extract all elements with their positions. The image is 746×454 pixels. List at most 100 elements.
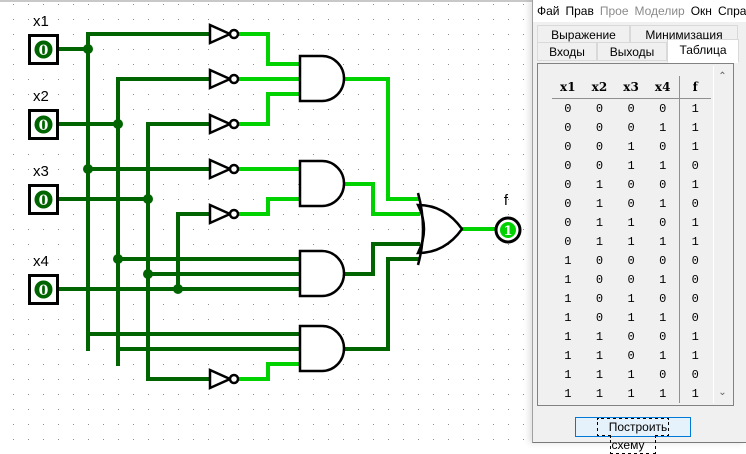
grid-dot	[268, 409, 269, 410]
input-cell: 0	[595, 120, 604, 135]
output-cell[interactable]: 1	[678, 98, 711, 118]
menu-simulate[interactable]: Моделир	[634, 4, 685, 18]
grid-dot	[388, 4, 389, 5]
grid-dot	[403, 319, 404, 320]
header-x2[interactable]: x2	[583, 76, 616, 99]
grid-dot	[343, 214, 344, 215]
grid-dot	[433, 139, 434, 140]
grid-dot	[358, 19, 359, 20]
grid-dot	[448, 94, 449, 95]
menu-edit[interactable]: Прав	[565, 4, 594, 18]
grid-dot	[193, 4, 194, 5]
grid-dot	[478, 79, 479, 80]
grid-dot	[433, 304, 434, 305]
grid-dot	[103, 319, 104, 320]
menu-file[interactable]: Фай	[537, 4, 560, 18]
grid-dot	[433, 109, 434, 110]
grid-dot	[373, 409, 374, 410]
grid-dot	[103, 19, 104, 20]
output-cell[interactable]: 1	[678, 327, 711, 346]
menu-project[interactable]: Прое	[599, 4, 629, 18]
grid-dot	[478, 439, 479, 440]
grid-dot	[163, 439, 164, 440]
grid-dot	[253, 154, 254, 155]
output-cell[interactable]: 0	[678, 251, 711, 270]
scroll-down-icon[interactable]: ⌄	[718, 387, 727, 398]
grid-dot	[508, 49, 509, 50]
output-cell[interactable]: 0	[678, 270, 711, 289]
output-cell[interactable]: 0	[678, 194, 711, 213]
grid-dot	[133, 244, 134, 245]
grid-dot	[28, 424, 29, 425]
tab-expression[interactable]: Выражение	[537, 25, 630, 44]
grid-dot	[373, 34, 374, 35]
input-cell: 0	[595, 101, 604, 116]
input-cell: 0	[564, 101, 572, 116]
output-cell[interactable]: 0	[678, 308, 711, 327]
grid-dot	[163, 364, 164, 365]
tab-inputs[interactable]: Входы	[537, 42, 597, 61]
grid-dot	[133, 319, 134, 320]
grid-dot	[283, 19, 284, 20]
grid-dot	[253, 199, 254, 200]
grid-dot	[133, 424, 134, 425]
grid-dot	[103, 364, 104, 365]
grid-dot	[463, 79, 464, 80]
output-cell[interactable]: 1	[678, 137, 711, 156]
input-cell: 1	[595, 329, 604, 344]
input-pin-x4[interactable]: x4 0	[28, 253, 59, 305]
menu-help[interactable]: Справ	[717, 4, 746, 18]
header-x4[interactable]: x4	[646, 76, 679, 99]
menu-window[interactable]: Окн	[690, 4, 712, 18]
output-cell[interactable]: 0	[678, 289, 711, 308]
grid-dot	[508, 334, 509, 335]
grid-dot	[283, 244, 284, 245]
output-cell[interactable]: 0	[678, 365, 711, 384]
build-circuit-button[interactable]: Построить схему	[575, 417, 691, 454]
input-pin-x2[interactable]: x2 0	[28, 88, 59, 140]
output-cell[interactable]: 1	[678, 384, 711, 403]
grid-dot	[463, 349, 464, 350]
header-x3[interactable]: x3	[615, 76, 647, 99]
grid-dot	[238, 364, 239, 365]
grid-dot	[418, 124, 419, 125]
vertical-scrollbar[interactable]: ⌃ ⌄	[713, 66, 731, 403]
output-cell[interactable]: 1	[678, 118, 711, 137]
grid-dot	[463, 199, 464, 200]
tab-outputs[interactable]: Выходы	[597, 42, 667, 61]
grid-dot	[523, 109, 524, 110]
grid-dot	[133, 109, 134, 110]
grid-dot	[13, 259, 14, 260]
input-cell: 0	[595, 272, 604, 287]
grid-dot	[418, 319, 419, 320]
input-pin-x1[interactable]: x1 0	[28, 13, 59, 65]
tab-table[interactable]: Таблица	[667, 39, 739, 63]
grid-dot	[43, 244, 44, 245]
grid-dot	[43, 424, 44, 425]
output-pin-f[interactable]: f 1	[494, 192, 522, 244]
grid-dot	[118, 49, 119, 50]
output-cell[interactable]: 1	[678, 213, 711, 232]
grid-dot	[373, 49, 374, 50]
grid-dot	[13, 319, 14, 320]
grid-dot	[163, 139, 164, 140]
output-cell[interactable]: 1	[678, 175, 711, 194]
grid-dot	[313, 154, 314, 155]
header-f[interactable]: f	[678, 76, 711, 99]
wire	[341, 242, 420, 276]
grid-dot	[403, 409, 404, 410]
grid-dot	[103, 184, 104, 185]
input-pin-x3[interactable]: x3 0	[28, 163, 59, 215]
grid-dot	[208, 49, 209, 50]
grid-dot	[343, 49, 344, 50]
grid-dot	[448, 4, 449, 5]
scroll-up-icon[interactable]: ⌃	[718, 71, 727, 82]
header-x1[interactable]: x1	[552, 76, 584, 99]
grid-dot	[163, 424, 164, 425]
output-cell[interactable]: 0	[678, 156, 711, 175]
output-cell[interactable]: 1	[678, 232, 711, 251]
output-cell[interactable]: 1	[678, 346, 711, 365]
grid-dot	[28, 154, 29, 155]
